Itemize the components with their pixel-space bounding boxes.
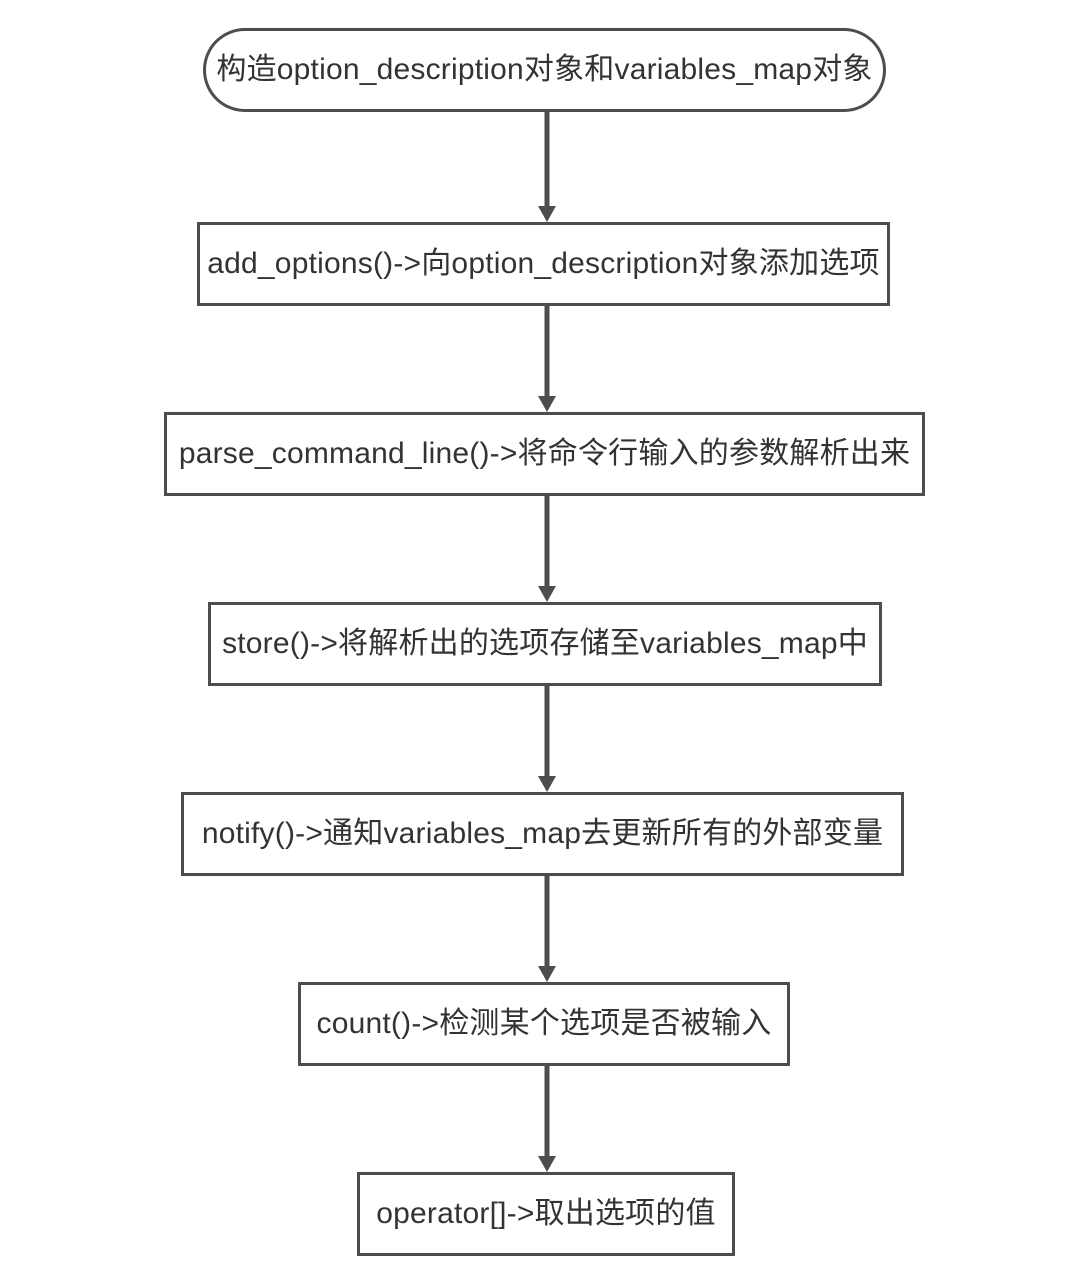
node-label: operator[]->取出选项的值	[376, 1197, 716, 1230]
node-notify[interactable]: notify()->通知variables_map去更新所有的外部变量	[181, 792, 904, 876]
node-label: store()->将解析出的选项存储至variables_map中	[222, 627, 868, 660]
node-label: parse_command_line()->将命令行输入的参数解析出来	[178, 437, 911, 470]
arrow-n3-n4	[538, 496, 556, 602]
node-label: count()->检测某个选项是否被输入	[316, 1007, 772, 1040]
arrow-n6-n7	[538, 1066, 556, 1172]
node-parse-command-line[interactable]: parse_command_line()->将命令行输入的参数解析出来	[164, 412, 925, 496]
node-add-options[interactable]: add_options()->向option_description对象添加选项	[197, 222, 890, 306]
arrow-n4-n5	[538, 686, 556, 792]
arrow-n5-n6	[538, 876, 556, 982]
node-store[interactable]: store()->将解析出的选项存储至variables_map中	[208, 602, 882, 686]
node-operator-index[interactable]: operator[]->取出选项的值	[357, 1172, 735, 1256]
node-count[interactable]: count()->检测某个选项是否被输入	[298, 982, 790, 1066]
node-label: add_options()->向option_description对象添加选项	[207, 247, 880, 280]
node-label: 构造option_description对象和variables_map对象	[216, 53, 873, 86]
arrow-n2-n3	[538, 306, 556, 412]
arrow-n1-n2	[538, 112, 556, 222]
node-construct-objects[interactable]: 构造option_description对象和variables_map对象	[203, 28, 886, 112]
node-label: notify()->通知variables_map去更新所有的外部变量	[201, 817, 884, 850]
